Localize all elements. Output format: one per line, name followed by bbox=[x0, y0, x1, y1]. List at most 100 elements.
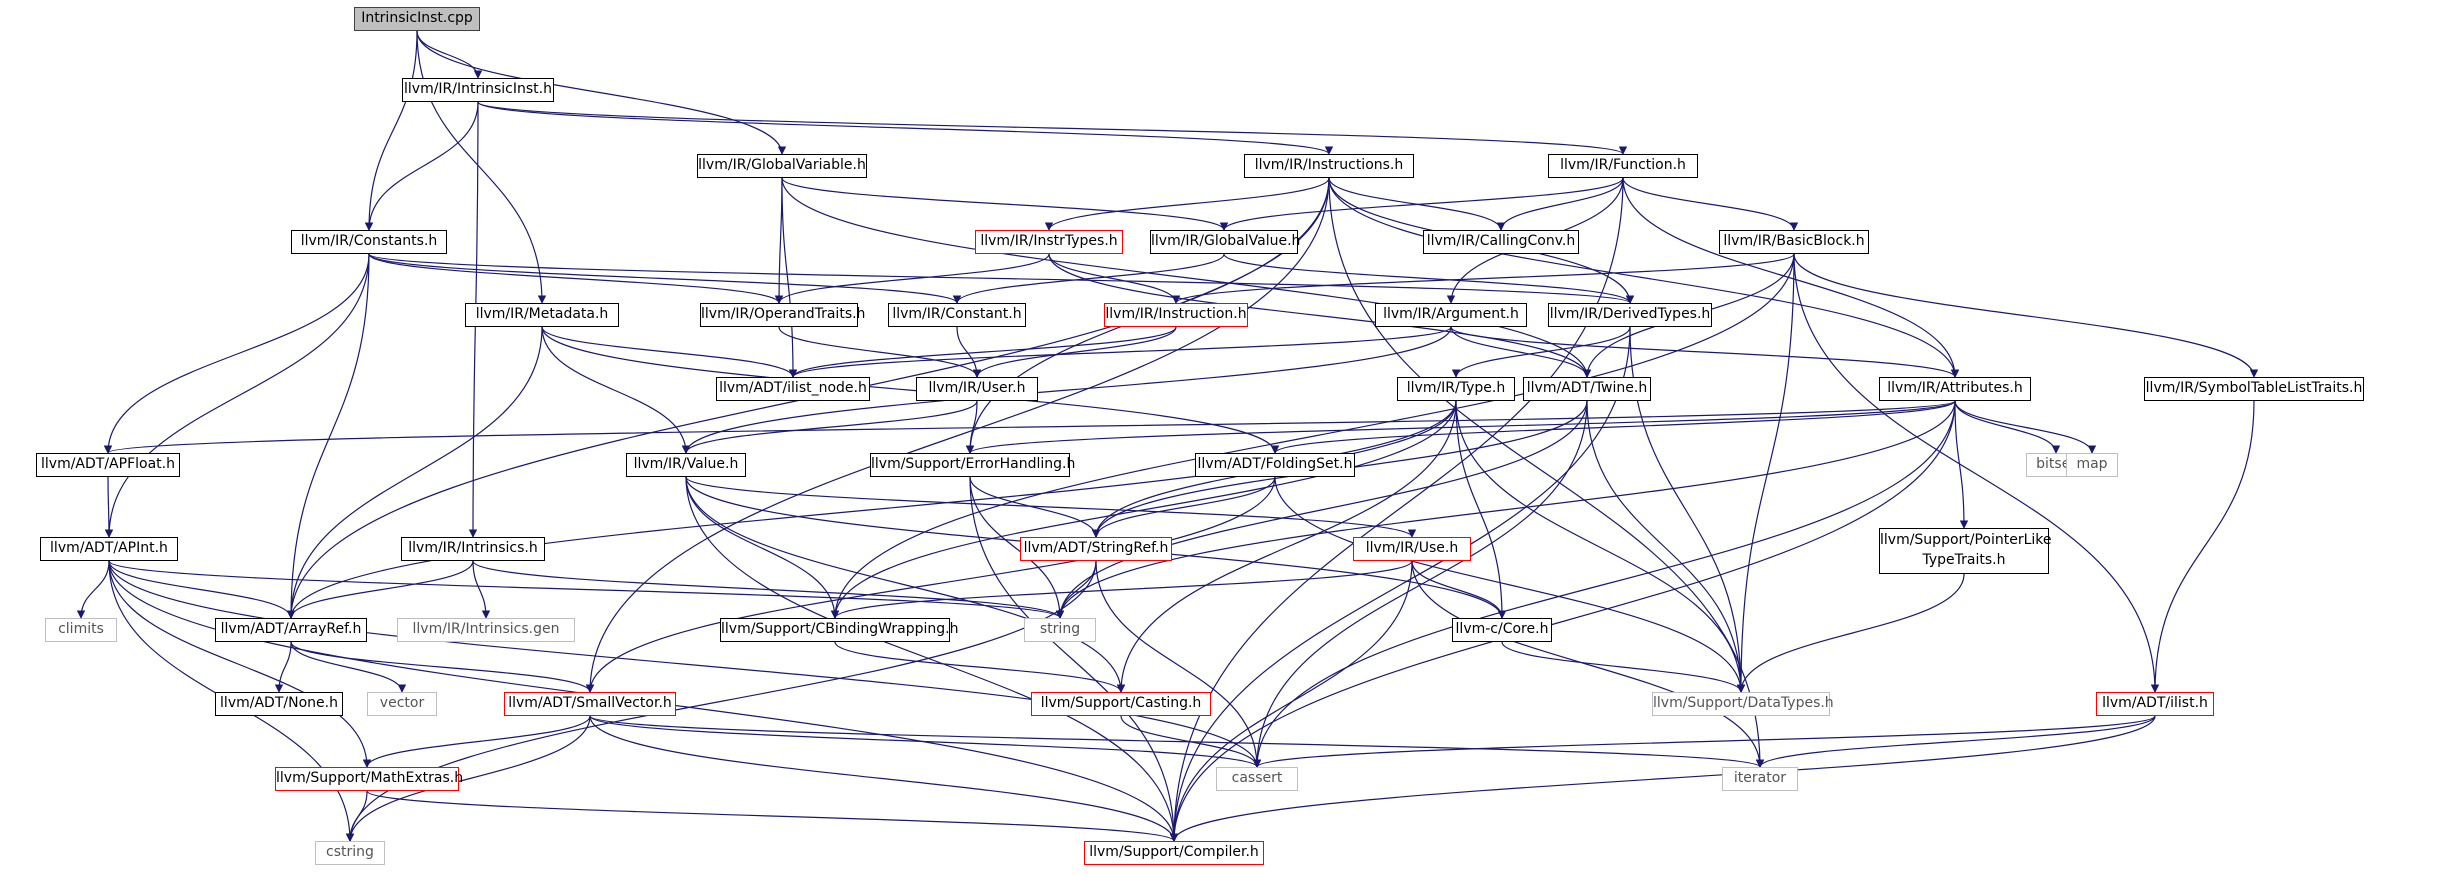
edge-constants-h-to-apint-h bbox=[104, 253, 370, 538]
edge-argument-h-to-value-h bbox=[681, 326, 1452, 454]
edge-twine-h-to-datatypes-h bbox=[1586, 400, 1746, 693]
edge-value-h-to-compiler-h bbox=[685, 476, 1179, 842]
edge-root-to-constants-h bbox=[364, 30, 418, 231]
edge-smallvector-h-to-cassert bbox=[589, 715, 1262, 768]
edge-twine-h-to-string bbox=[1055, 400, 1588, 619]
graph-node-constants-h[interactable]: llvm/IR/Constants.h bbox=[291, 230, 447, 254]
edge-globalvalue-h-to-derivedtypes-h bbox=[1223, 253, 1635, 304]
graph-node-type-h[interactable]: llvm/IR/Type.h bbox=[1397, 377, 1515, 401]
edge-function-h-to-globalvalue-h bbox=[1219, 177, 1624, 231]
edge-type-h-to-arrayref-h bbox=[286, 400, 1457, 619]
edge-instrtypes-h-to-twine-h bbox=[1048, 253, 1592, 378]
edge-foldingset-h-to-stringref-h bbox=[1091, 476, 1276, 538]
graph-node-cstring: cstring bbox=[315, 841, 385, 865]
graph-node-metadata-h[interactable]: llvm/IR/Metadata.h bbox=[465, 303, 619, 327]
edge-operandtraits-h-to-user-h bbox=[778, 326, 982, 378]
graph-node-instrtypes-h[interactable]: llvm/IR/InstrTypes.h bbox=[975, 230, 1123, 254]
graph-node-function-h[interactable]: llvm/IR/Function.h bbox=[1548, 154, 1698, 178]
graph-node-apint-h[interactable]: llvm/ADT/APInt.h bbox=[40, 537, 178, 561]
edge-apfloat-h-to-apint-h bbox=[104, 476, 114, 538]
graph-node-smallvector-h[interactable]: llvm/ADT/SmallVector.h bbox=[504, 692, 676, 716]
edge-user-h-to-errorhandling-h bbox=[965, 400, 978, 454]
graph-node-twine-h[interactable]: llvm/ADT/Twine.h bbox=[1523, 377, 1651, 401]
edge-argument-h-to-attributes-h bbox=[1450, 326, 1960, 378]
edge-use-h-to-compiler-h bbox=[1169, 560, 1413, 842]
edge-ilist-h-to-iterator bbox=[1755, 715, 2156, 768]
graph-node-mathextras-h[interactable]: llvm/Support/MathExtras.h bbox=[275, 767, 463, 791]
edge-metadata-h-to-foldingset-h bbox=[541, 326, 1280, 454]
graph-node-stringref-h[interactable]: llvm/ADT/StringRef.h bbox=[1020, 537, 1172, 561]
graph-node-derivedtypes-h[interactable]: llvm/IR/DerivedTypes.h bbox=[1548, 303, 1712, 327]
edge-instructions-h-to-instrtypes-h bbox=[1044, 177, 1330, 231]
edge-derivedtypes-h-to-type-h bbox=[1451, 326, 1631, 378]
edge-basicblock-h-to-instruction-h bbox=[1171, 253, 1795, 304]
edge-use-h-to-iterator bbox=[1411, 560, 1765, 768]
edge-function-h-to-callingconv-h bbox=[1496, 177, 1624, 231]
edge-smallvector-h-to-mathextras-h bbox=[362, 715, 591, 768]
edge-type-h-to-cbinding-h bbox=[830, 400, 1457, 619]
edge-argument-h-to-ilist-node-h bbox=[789, 326, 1452, 378]
graph-node-argument-h[interactable]: llvm/IR/Argument.h bbox=[1375, 303, 1527, 327]
edge-instructions-h-to-attributes-h bbox=[1328, 177, 1960, 378]
graph-node-foldingset-h[interactable]: llvm/ADT/FoldingSet.h bbox=[1195, 453, 1355, 477]
graph-node-attributes-h[interactable]: llvm/IR/Attributes.h bbox=[1879, 377, 2031, 401]
graph-node-ilist-h[interactable]: llvm/ADT/ilist.h bbox=[2096, 692, 2214, 716]
edge-metadata-h-to-ilist-node-h bbox=[541, 326, 798, 378]
edge-intrinsics-h-to-string bbox=[472, 560, 1065, 619]
edge-globalvalue-h-to-constant-h bbox=[952, 253, 1225, 304]
edge-intrinsicinst-h-to-constants-h bbox=[364, 101, 479, 231]
graph-node-intrinsics-h[interactable]: llvm/IR/Intrinsics.h bbox=[401, 537, 545, 561]
edge-user-h-to-value-h bbox=[681, 400, 978, 454]
graph-node-errorhandling-h[interactable]: llvm/Support/ErrorHandling.h bbox=[870, 453, 1075, 477]
graph-node-vector: vector bbox=[367, 692, 437, 716]
graph-node-arrayref-h[interactable]: llvm/ADT/ArrayRef.h bbox=[215, 618, 367, 642]
edge-type-h-to-datatypes-h bbox=[1455, 400, 1746, 693]
edge-core-h-to-datatypes-h bbox=[1501, 641, 1746, 693]
edge-instruction-h-to-user-h bbox=[972, 326, 1177, 378]
graph-node-instructions-h[interactable]: llvm/IR/Instructions.h bbox=[1244, 154, 1414, 178]
graph-node-basicblock-h[interactable]: llvm/IR/BasicBlock.h bbox=[1719, 230, 1869, 254]
edge-foldingset-h-to-datatypes-h bbox=[1274, 476, 1746, 693]
graph-node-none-h[interactable]: llvm/ADT/None.h bbox=[215, 692, 343, 716]
graph-node-globalvalue-h[interactable]: llvm/IR/GlobalValue.h bbox=[1150, 230, 1300, 254]
graph-node-globalvariable-h[interactable]: llvm/IR/GlobalVariable.h bbox=[697, 154, 867, 178]
edge-function-h-to-attributes-h bbox=[1622, 177, 1960, 378]
edge-derivedtypes-h-to-compiler-h bbox=[1169, 326, 1631, 842]
edge-errorhandling-h-to-compiler-h bbox=[969, 476, 1179, 842]
graph-node-operandtraits-h[interactable]: llvm/IR/OperandTraits.h bbox=[700, 303, 865, 327]
graph-node-core-h[interactable]: llvm-c/Core.h bbox=[1452, 618, 1552, 642]
edge-attributes-h-to-bitset bbox=[1954, 400, 2061, 454]
graph-node-root[interactable]: IntrinsicInst.cpp bbox=[354, 7, 480, 31]
graph-node-intrinsicinst-h[interactable]: llvm/IR/IntrinsicInst.h bbox=[402, 78, 554, 102]
graph-node-value-h[interactable]: llvm/IR/Value.h bbox=[626, 453, 746, 477]
graph-node-compiler-h[interactable]: llvm/Support/Compiler.h bbox=[1084, 841, 1264, 865]
edge-mathextras-h-to-cstring bbox=[345, 790, 368, 842]
graph-node-ilist-node-h[interactable]: llvm/ADT/ilist_node.h bbox=[716, 377, 870, 401]
graph-node-climits: climits bbox=[45, 618, 117, 642]
graph-node-user-h[interactable]: llvm/IR/User.h bbox=[916, 377, 1038, 401]
edge-root-to-metadata-h bbox=[416, 30, 547, 304]
graph-node-cbinding-h[interactable]: llvm/Support/CBindingWrapping.h bbox=[720, 618, 958, 642]
graph-node-apfloat-h[interactable]: llvm/ADT/APFloat.h bbox=[36, 453, 180, 477]
graph-node-constant-h[interactable]: llvm/IR/Constant.h bbox=[888, 303, 1026, 327]
edge-globalvariable-h-to-twine-h bbox=[781, 177, 1592, 378]
graph-node-use-h[interactable]: llvm/IR/Use.h bbox=[1353, 537, 1471, 561]
edge-basicblock-h-to-cbinding-h bbox=[830, 253, 1795, 619]
edge-arrayref-h-to-none-h bbox=[274, 641, 292, 693]
graph-node-callingconv-h[interactable]: llvm/IR/CallingConv.h bbox=[1423, 230, 1579, 254]
edge-stringref-h-to-string bbox=[1055, 560, 1097, 619]
edge-attributes-h-to-string bbox=[1055, 400, 1956, 619]
graph-node-pointerlike-h[interactable]: llvm/Support/PointerLike TypeTraits.h bbox=[1879, 528, 2052, 574]
edge-smallvector-h-to-compiler-h bbox=[589, 715, 1179, 842]
graph-node-instruction-h[interactable]: llvm/IR/Instruction.h bbox=[1104, 303, 1248, 327]
edge-apint-h-to-string bbox=[108, 560, 1064, 619]
graph-node-iterator: iterator bbox=[1722, 767, 1798, 791]
edge-apint-h-to-climits bbox=[76, 560, 110, 619]
edge-casting-h-to-cassert bbox=[1120, 715, 1262, 768]
edge-foldingset-h-to-smallvector-h bbox=[585, 476, 1276, 693]
graph-node-datatypes-h: llvm/Support/DataTypes.h bbox=[1652, 692, 1834, 716]
graph-node-casting-h[interactable]: llvm/Support/Casting.h bbox=[1031, 692, 1211, 716]
graph-node-symboltable-h[interactable]: llvm/IR/SymbolTableListTraits.h bbox=[2144, 377, 2364, 401]
edge-attributes-h-to-foldingset-h bbox=[1270, 400, 1956, 454]
